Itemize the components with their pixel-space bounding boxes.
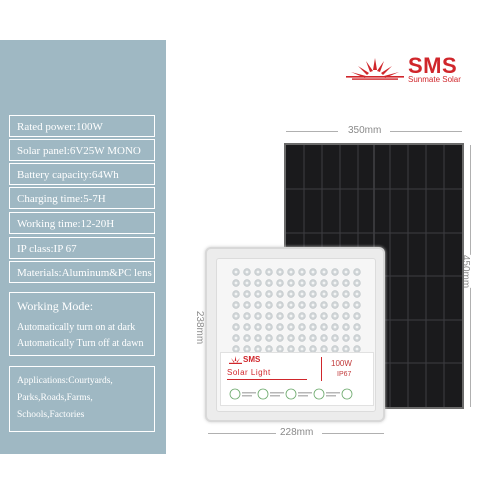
led-dots [231, 267, 363, 355]
spec-materials: Materials:Aluminum&PC lens [9, 261, 155, 283]
spec-rated-power: Rated power:100W [9, 115, 155, 137]
spec-ip-class: IP class:IP 67 [9, 237, 155, 259]
light-height-label: 238mm [194, 310, 206, 345]
dim-line-right [390, 131, 462, 132]
product-label-power: 100W [331, 359, 352, 368]
dim-line-left [286, 131, 338, 132]
panel-width-label: 350mm [348, 125, 382, 136]
spec-sidebar: Rated power:100W Solar panel:6V25W MONO … [0, 40, 166, 454]
spec-working: Working time:12-20H [9, 212, 155, 234]
product-label-ip: IP67 [337, 371, 352, 378]
label-divider [227, 379, 307, 380]
feature-icons [229, 388, 353, 400]
spec-solar-panel: Solar panel:6V25W MONO [9, 139, 155, 161]
dim-line-light-width-left [208, 433, 276, 434]
sunrise-logo-icon [346, 58, 404, 80]
logo-brand-text: SMS [408, 53, 458, 78]
label-divider-vertical [321, 357, 322, 381]
product-label-brand: SMS [243, 355, 261, 364]
working-mode-line-1: Automatically turn on at dark [17, 322, 136, 333]
applications-line-1: Applications:Courtyards, [17, 376, 113, 386]
brand-logo: SMS Sunmate Solar [346, 52, 466, 84]
applications-block: Applications:Courtyards, Parks,Roads,Far… [9, 366, 155, 432]
product-label-title: Solar Light [227, 368, 271, 377]
applications-line-3: Schools,Factories [17, 410, 85, 420]
dim-line-light-width-right [322, 433, 384, 434]
light-width-label: 228mm [280, 427, 314, 438]
applications-line-2: Parks,Roads,Farms, [17, 393, 93, 403]
working-mode-block: Working Mode: Automatically turn on at d… [9, 292, 155, 356]
spec-charging: Charging time:5-7H [9, 187, 155, 209]
logo-tagline: Sunmate Solar [408, 75, 461, 84]
label-sun-icon [229, 356, 242, 364]
spec-battery: Battery capacity:64Wh [9, 163, 155, 185]
product-label: SMS Solar Light 100W IP67 [220, 352, 374, 406]
working-mode-line-2: Automatically Turn off at dawn [17, 338, 144, 349]
working-mode-heading: Working Mode: [17, 299, 94, 313]
